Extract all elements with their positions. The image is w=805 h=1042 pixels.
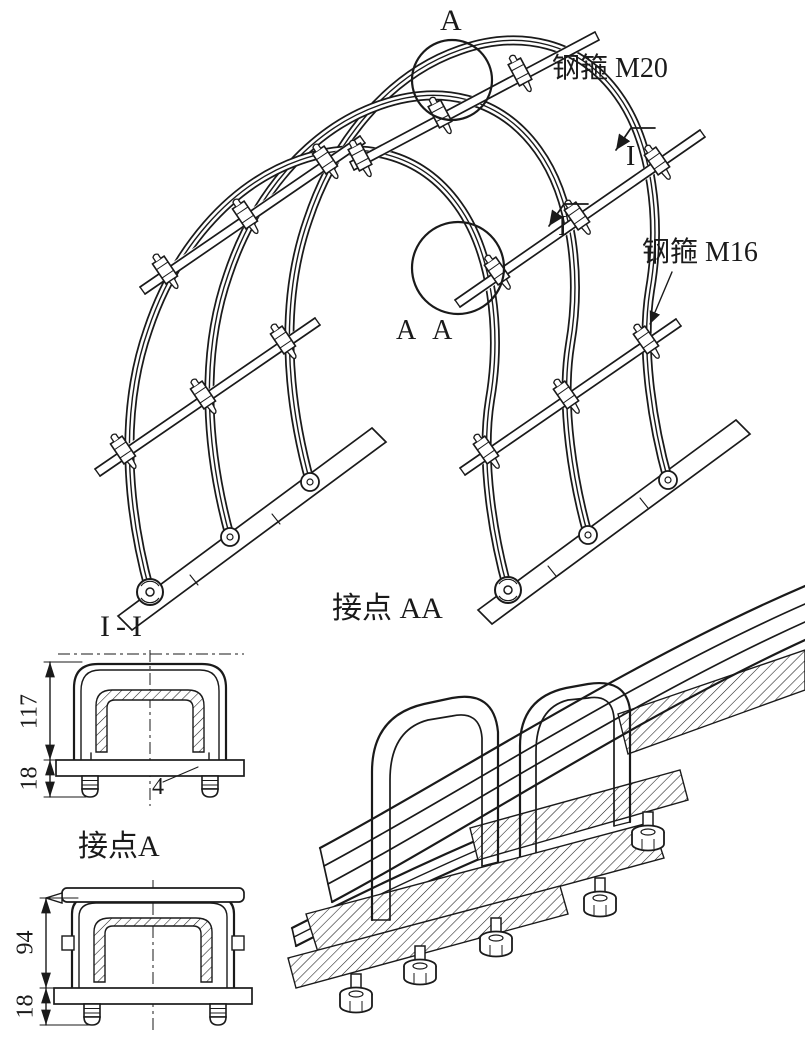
anchor-bolt xyxy=(81,775,99,798)
detail-circle-aa xyxy=(410,220,506,316)
detail-circle-a xyxy=(410,38,494,122)
clamp-plate-top xyxy=(469,769,689,861)
base-plate xyxy=(55,759,245,777)
cover-plate xyxy=(61,887,245,903)
hatched-inner-channel xyxy=(93,917,213,983)
dim-plate-thickness: 4 xyxy=(152,774,164,800)
channel-end-section xyxy=(578,525,598,545)
side-lug-left xyxy=(61,935,75,951)
dim-joint-a-height: 94 xyxy=(12,930,39,955)
anchor-bolts xyxy=(83,1003,227,1026)
clamp-plate-main xyxy=(305,821,665,953)
hex-nut xyxy=(583,877,617,918)
label-steel-hoop-m20: 钢箍 M20 xyxy=(552,53,668,84)
dim-joint-a-base: 18 xyxy=(12,994,39,1019)
arch-band xyxy=(318,584,805,904)
dimension-lines xyxy=(43,661,199,798)
label-steel-hoop-m16: 钢箍 M16 xyxy=(642,237,758,268)
section-marker-arrows xyxy=(548,127,656,227)
clamp-strap-left xyxy=(370,695,500,922)
anchor-bolt xyxy=(83,1003,101,1026)
joint-a-section-view xyxy=(39,880,253,1032)
dim-section-ii-height: 117 xyxy=(16,693,43,730)
side-lug-right xyxy=(231,935,245,951)
joint-aa-detail-view xyxy=(287,584,805,1014)
channel-end-section xyxy=(494,576,522,604)
clamp-plate-low xyxy=(287,885,569,989)
anchor-bolt xyxy=(201,775,219,798)
channel-end-section xyxy=(220,527,240,547)
section-ii-view xyxy=(43,650,245,806)
m16-leader-line xyxy=(649,271,673,325)
dim-section-ii-base: 18 xyxy=(16,766,43,791)
tunnel-arch-assembly xyxy=(93,31,752,632)
caption-joint-aa: 接点 AA xyxy=(332,592,443,625)
caption-section-ii: I-I xyxy=(100,610,148,643)
label-section-marker-bottom: I xyxy=(558,211,568,242)
channel-end-section xyxy=(658,470,678,490)
anchor-bolt xyxy=(209,1003,227,1026)
base-plate xyxy=(53,987,253,1005)
hatched-inner-channel xyxy=(95,689,205,753)
dimension-lines xyxy=(39,897,91,1026)
plate-thickness-leader xyxy=(162,766,199,783)
label-section-marker-top: I xyxy=(626,141,636,172)
channel-end-section xyxy=(300,472,320,492)
label-point-aa: A A xyxy=(396,315,459,346)
hex-nut xyxy=(339,973,373,1014)
caption-joint-a: 接点A xyxy=(78,830,160,863)
hex-nut xyxy=(631,811,665,852)
label-point-a: A xyxy=(440,4,462,37)
arch-rib-front xyxy=(129,150,508,592)
channel-end-section xyxy=(136,578,164,606)
